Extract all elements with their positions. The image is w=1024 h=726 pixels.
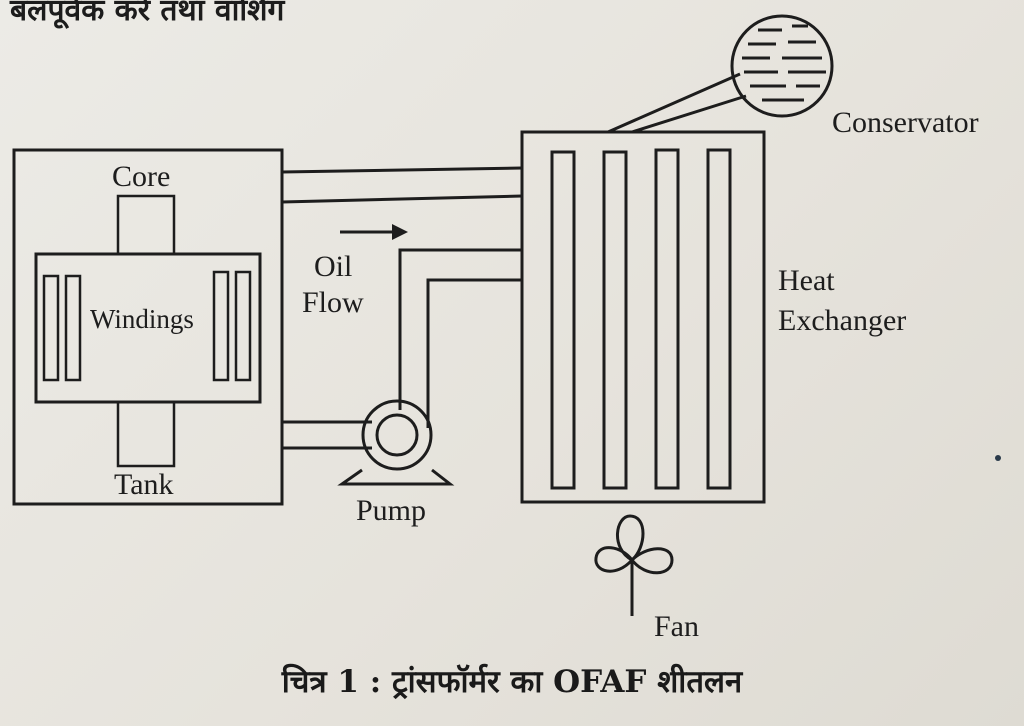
top-pipe-upper	[281, 166, 523, 174]
return-pipe-outer	[398, 248, 522, 410]
ink-dot	[995, 455, 1001, 461]
label-oil-flow-line2: Flow	[302, 286, 364, 319]
exchanger-tube-3	[654, 148, 680, 490]
winding-coil-left-1	[42, 274, 60, 382]
label-oil-flow-line1: Oil	[314, 250, 352, 283]
exchanger-tube-1	[550, 150, 576, 490]
label-pump: Pump	[356, 494, 426, 527]
winding-coil-left-2	[64, 274, 82, 382]
label-conservator: Conservator	[832, 106, 979, 139]
label-heat-exchanger-line1: Heat	[778, 264, 835, 297]
core-top-limb	[116, 194, 176, 256]
return-pipe-inner	[426, 278, 522, 428]
fan-icon	[594, 514, 674, 616]
heat-exchanger-box	[520, 130, 766, 504]
core-bottom-limb	[116, 400, 176, 468]
label-fan: Fan	[654, 610, 699, 643]
winding-coil-right-2	[234, 270, 252, 382]
windings-box	[34, 252, 262, 404]
winding-coil-right-1	[212, 270, 230, 382]
conservator-pipe	[607, 72, 747, 134]
label-windings: Windings	[90, 304, 194, 334]
arrow-right-icon	[340, 224, 408, 240]
label-tank: Tank	[114, 468, 174, 501]
pump-icon	[337, 399, 455, 486]
top-text-fragment: बलपूर्वक करें तथा वाशिंग	[10, 0, 285, 28]
label-heat-exchanger-line2: Exchanger	[778, 304, 906, 337]
conservator-tank-icon	[730, 14, 834, 118]
label-core: Core	[112, 160, 170, 193]
exchanger-tube-4	[706, 148, 732, 490]
exchanger-tube-2	[602, 150, 628, 490]
top-pipe-lower	[281, 194, 523, 204]
figure-caption: चित्र 1 : ट्रांसफॉर्मर का OFAF शीतलन	[281, 664, 743, 700]
tank-box	[12, 148, 284, 506]
